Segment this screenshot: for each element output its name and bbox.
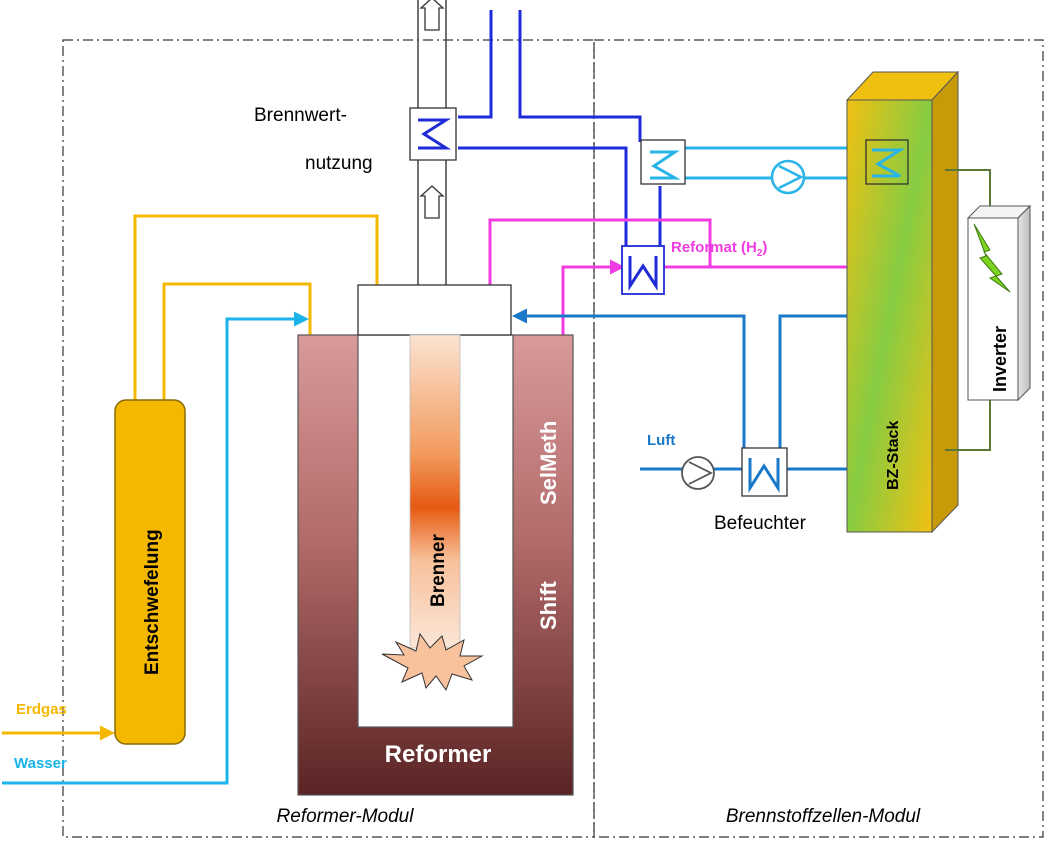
brenner-label: Brenner: [428, 534, 449, 607]
exhaust-arrow-mid-icon: [419, 185, 445, 219]
shift-label: Shift: [536, 580, 561, 630]
cooling-pump-icon: [770, 159, 806, 195]
inverter-box: [966, 204, 1032, 402]
reformat-label: Reformat (H2): [671, 239, 767, 259]
luft-label: Luft: [647, 432, 675, 449]
wasser-label: Wasser: [14, 755, 67, 772]
cooling-water-pipe-return: [518, 10, 642, 142]
fuel-cell-module-boundary: [593, 39, 1044, 838]
dc-cable-top: [945, 169, 991, 208]
exhaust-arrow-top-icon: [419, 0, 445, 31]
humidifier: [741, 447, 788, 497]
reformat-heat-exchanger: [621, 245, 665, 295]
reformer-top-header: [357, 284, 512, 336]
erdgas-label: Erdgas: [16, 701, 67, 718]
inverter-label: Inverter: [990, 326, 1010, 392]
cooling-water-pipe-down: [458, 146, 628, 246]
entschwefelung-label: Entschwefelung: [142, 529, 163, 675]
reformer-module-boundary: [62, 39, 595, 838]
condensing-heat-exchanger: [409, 107, 457, 161]
reformat-pipe-from-reformer: [561, 259, 625, 335]
water-line: [2, 311, 309, 785]
lightning-bolt-icon: [973, 223, 1011, 293]
reformer-label: Reformer: [385, 741, 492, 768]
cooling-water-pipe-inlet: [458, 10, 493, 119]
stack-cooling-heat-exchanger: [640, 139, 686, 185]
air-pump-icon: [681, 456, 715, 490]
bz-stack-label: BZ-Stack: [885, 421, 902, 490]
fuel-cell-stack: [845, 70, 960, 534]
befeuchter-label: Befeuchter: [714, 513, 807, 534]
reformer-modul-label: Reformer-Modul: [277, 806, 415, 827]
brennwertnutzung-label-line1: Brennwert-: [254, 105, 347, 126]
flame-burst-icon: [381, 632, 484, 692]
dc-cable-bottom: [945, 400, 991, 451]
stack-heat-exchanger: [865, 139, 909, 185]
brennwertnutzung-label-line2: nutzung: [305, 153, 373, 174]
natural-gas-line-burner: [162, 282, 312, 400]
burner-flame-tube: [409, 334, 461, 649]
selmeth-label: SelMeth: [536, 421, 561, 505]
desulfurization-vessel: [114, 399, 186, 745]
brennstoffzellen-modul-label: Brennstoffzellen-Modul: [726, 806, 921, 827]
humidified-air-line: [778, 314, 862, 448]
humidifier-to-reformer-line: [512, 308, 746, 448]
